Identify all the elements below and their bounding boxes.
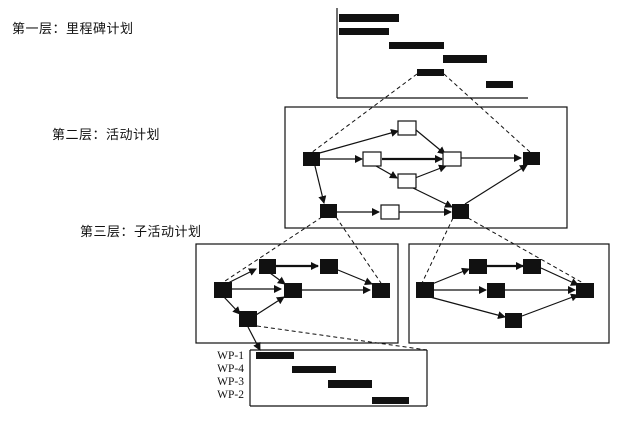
milestone-bar <box>417 69 444 76</box>
sub-activity-network-left <box>195 243 399 351</box>
milestone-bar <box>443 55 487 63</box>
sub-activity-node <box>505 313 522 328</box>
milestone-bar <box>339 14 399 22</box>
activity-node <box>452 204 469 219</box>
layer-3-label: 第三层：子活动计划 <box>80 225 202 240</box>
activity-node <box>523 152 540 165</box>
sub-activity-node <box>372 283 390 298</box>
wp-bar <box>256 352 294 359</box>
milestone-bar <box>339 28 389 35</box>
sub-activity-node <box>487 283 505 298</box>
activity-node <box>380 204 400 220</box>
activity-node <box>397 173 417 189</box>
wp-label: WP-2 <box>217 389 244 401</box>
sub-activity-network-right <box>408 243 610 344</box>
wp-bar <box>292 366 336 373</box>
sub-activity-node <box>523 259 541 274</box>
sub-activity-node <box>239 311 257 327</box>
activity-node <box>303 152 320 166</box>
expansion-lines-1-2 <box>310 73 532 154</box>
layer-2-label: 第二层：活动计划 <box>52 128 161 143</box>
activity-frame <box>284 106 568 229</box>
milestone-bar <box>486 81 513 88</box>
sub-activity-node <box>320 259 338 274</box>
sub-activity-node <box>576 283 594 298</box>
sub-activity-node <box>214 282 232 298</box>
wp-label: WP-1 <box>217 350 244 362</box>
wp-bar <box>372 397 409 404</box>
sub-activity-frame <box>408 243 610 344</box>
activity-node <box>442 151 462 167</box>
sub-activity-node <box>469 259 487 274</box>
activity-network <box>284 106 568 229</box>
wp-bar <box>328 380 372 388</box>
milestone-bar <box>389 42 444 49</box>
wp-label: WP-4 <box>217 363 244 375</box>
activity-node <box>320 204 337 218</box>
activity-node <box>397 120 417 136</box>
sub-activity-node <box>284 283 302 298</box>
sub-activity-node <box>416 282 434 298</box>
work-package-gantt <box>249 349 428 407</box>
activity-node <box>362 151 382 167</box>
wp-label: WP-3 <box>217 376 244 388</box>
expansion-lines-2-3 <box>221 216 584 284</box>
sub-activity-frame <box>195 243 399 344</box>
milestone-gantt <box>336 8 528 99</box>
layer-1-label: 第一层：里程碑计划 <box>12 22 134 37</box>
sub-activity-node <box>259 259 276 274</box>
expansion-lines-wp <box>256 325 428 351</box>
